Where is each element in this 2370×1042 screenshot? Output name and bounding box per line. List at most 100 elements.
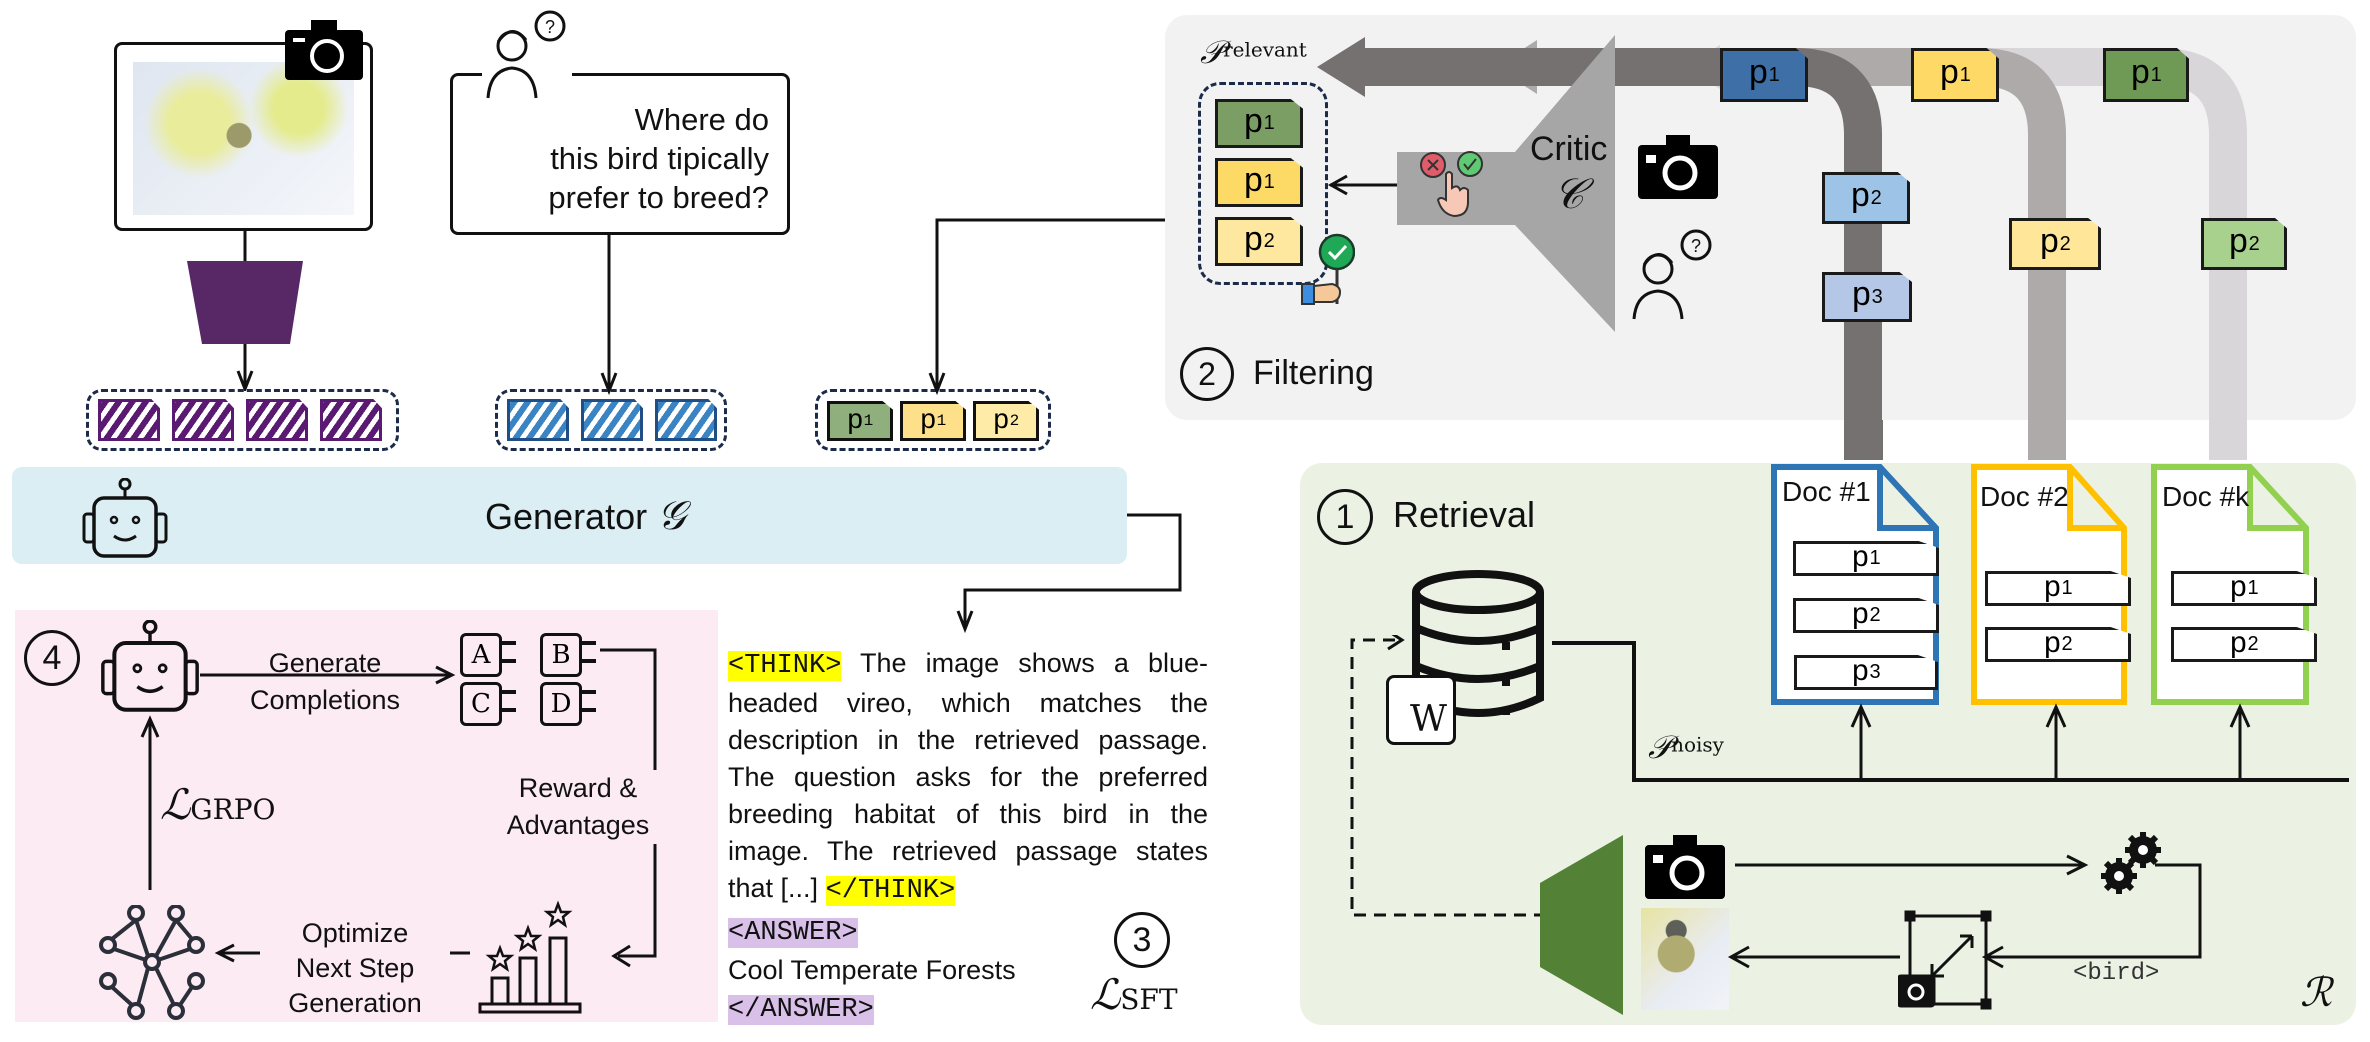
- question-arrow: [600, 235, 618, 395]
- think-open-tag: <THINK>: [728, 651, 842, 681]
- doc-2-title: Doc #2: [1980, 481, 2069, 512]
- optimize-label: Optimize Next Step Generation: [260, 916, 450, 1021]
- generate-completions-label: Generate Completions: [249, 648, 401, 715]
- robot-icon: [98, 619, 202, 716]
- reward-chart-icon: [478, 900, 588, 1019]
- user-question-icon: ?: [1628, 225, 1718, 324]
- answer-block: <ANSWER> Cool Temperate Forests </ANSWER…: [728, 912, 1078, 1029]
- critic-symbol: 𝒞: [1553, 169, 1585, 218]
- camera-icon: [285, 18, 363, 80]
- generator-output-arrow: [956, 513, 1182, 634]
- question-box: Where do this bird tipically prefer to b…: [450, 73, 790, 235]
- robot-icon: [80, 477, 170, 562]
- generate-arrow: [200, 665, 456, 685]
- doc-1-title: Doc #1: [1782, 476, 1871, 507]
- noisy-set-label: 𝒫noisy: [1648, 728, 1724, 766]
- generator-label: Generator 𝒢: [485, 493, 686, 539]
- question-token: [655, 399, 717, 441]
- context-token-group: [815, 389, 1051, 451]
- database-icon: [1410, 570, 1550, 724]
- think-response: <THINK> The image shows a blue-headed vi…: [728, 645, 1208, 910]
- generator-bar: [12, 467, 1127, 564]
- generator-symbol: 𝒢: [657, 493, 686, 539]
- critic-select-icon: [1418, 150, 1488, 224]
- think-body: The image shows a blue-headed vireo, whi…: [728, 648, 1209, 903]
- option-b: B: [540, 633, 582, 677]
- stream-tail: [2209, 420, 2247, 460]
- step-2-badge: 2: [1180, 347, 1234, 401]
- answer-text: Cool Temperate Forests: [728, 955, 1016, 985]
- user-question-icon: ?: [482, 8, 572, 100]
- step-1-badge: 1: [1317, 489, 1373, 545]
- relevant-set-label: 𝒫relevant: [1200, 33, 1307, 71]
- neural-network-icon: [96, 904, 206, 1024]
- image-to-encoder-arrow: [187, 231, 303, 391]
- question-token: [581, 399, 643, 441]
- noisy-passages-line: [1552, 641, 2349, 782]
- doc-k-title: Doc #k: [2162, 481, 2250, 512]
- sft-loss: ℒSFT: [1090, 970, 1178, 1019]
- relevant-passages-group: [1198, 82, 1328, 285]
- relevant-to-context-arrow: [928, 218, 1170, 395]
- grpo-loss: ℒGRPO: [160, 780, 276, 829]
- question-token: [507, 399, 569, 441]
- filtering-title: Filtering: [1253, 354, 1374, 392]
- gears-icon: [2097, 828, 2167, 902]
- text-encoder: [1540, 835, 1623, 1015]
- question-text: Where do this bird tipically prefer to b…: [548, 102, 769, 215]
- image-token: [320, 399, 382, 441]
- critic-label: Critic 𝒞: [1530, 130, 1608, 218]
- wikipedia-icon: W: [1386, 675, 1456, 745]
- image-token: [172, 399, 234, 441]
- crop-pipeline-arrows: [1727, 854, 2202, 969]
- critic-model: [1397, 35, 1615, 332]
- answer-open-tag: <ANSWER>: [728, 918, 858, 948]
- question-token-group: [495, 389, 727, 451]
- option-lines-icon: [582, 690, 596, 712]
- bird-photo: [133, 62, 354, 215]
- answer-close-tag: </ANSWER>: [728, 995, 874, 1025]
- query-tag: <bird>: [2073, 960, 2160, 987]
- option-lines-icon: [582, 641, 596, 663]
- doc-1-outline: [1771, 464, 1939, 705]
- step-3-badge: 3: [1114, 912, 1170, 968]
- option-d: D: [540, 682, 582, 726]
- retriever-symbol: ℛ: [2300, 970, 2332, 1016]
- image-token: [98, 399, 160, 441]
- reward-advantages-label: Reward & Advantages: [498, 770, 658, 844]
- svg-text:?: ?: [545, 17, 555, 37]
- stream-tail: [2028, 420, 2066, 460]
- option-lines-icon: [502, 690, 516, 712]
- camera-icon: [1638, 133, 1718, 203]
- query-dashed-line: [1350, 638, 1586, 917]
- vision-encoder: [187, 261, 303, 344]
- step-4-badge: 4: [24, 630, 80, 686]
- approval-icon: [1300, 232, 1356, 311]
- image-token-group: [86, 389, 399, 451]
- svg-text:?: ?: [1691, 236, 1701, 256]
- crop-resize-icon: [1896, 910, 1998, 1014]
- option-lines-icon: [502, 641, 516, 663]
- completion-options: A B C D: [458, 625, 608, 726]
- option-c: C: [460, 682, 502, 726]
- option-a: A: [460, 633, 502, 677]
- camera-icon: [1645, 833, 1725, 903]
